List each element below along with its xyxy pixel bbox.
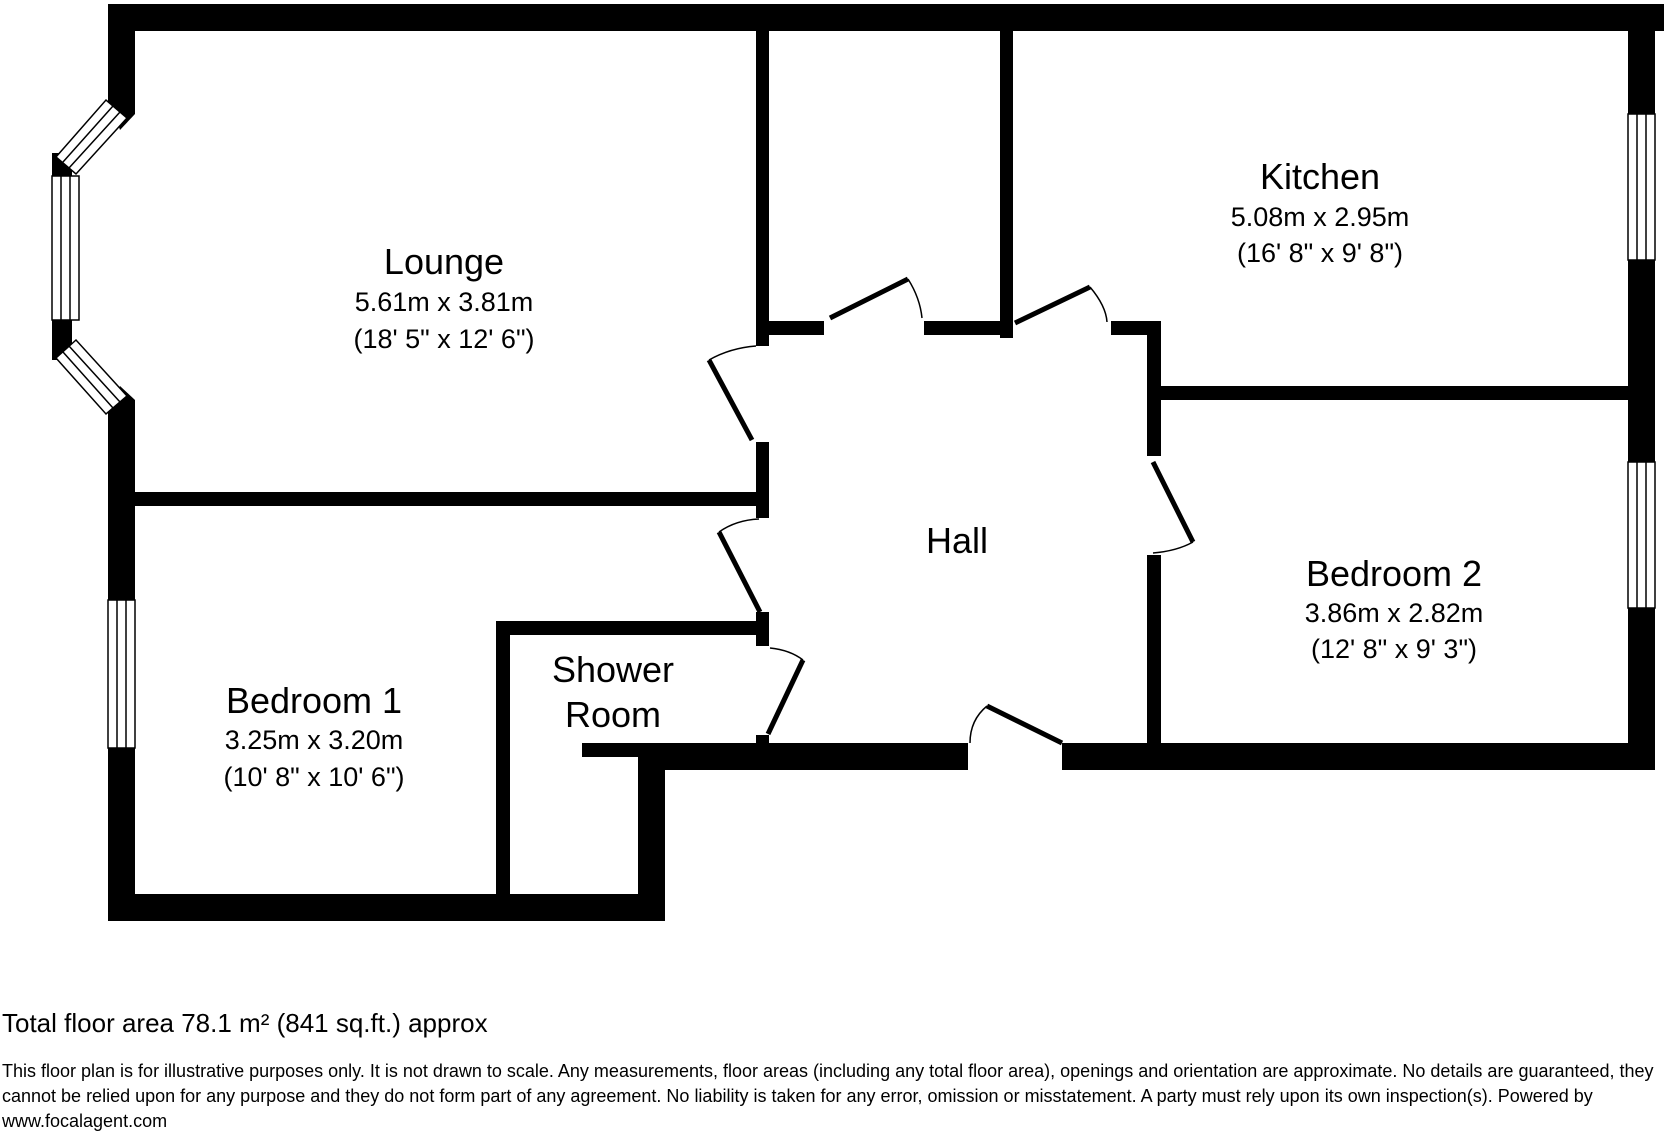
kitchen-name: Kitchen [1260, 156, 1380, 197]
room-labels: Lounge 5.61m x 3.81m (18' 5" x 12' 6") K… [223, 156, 1483, 792]
bedroom1-door [716, 518, 763, 614]
kitchen-window [1627, 113, 1656, 261]
bedroom1-imperial: (10' 8" x 10' 6") [223, 762, 404, 792]
shower-room-name-line2: Room [565, 694, 661, 735]
interior-walls [132, 30, 1655, 898]
bedroom2-name: Bedroom 2 [1306, 553, 1482, 594]
windows [51, 98, 1656, 749]
lounge-imperial: (18' 5" x 12' 6") [353, 324, 534, 354]
cupboard-door [828, 276, 923, 321]
doors [706, 276, 1196, 770]
front-door [968, 703, 1064, 770]
bedroom1-metric: 3.25m x 3.20m [225, 725, 404, 755]
lounge-door [706, 345, 757, 442]
bedroom2-metric: 3.86m x 2.82m [1305, 598, 1484, 628]
lounge-name: Lounge [384, 241, 504, 282]
bedroom1-window [107, 599, 136, 749]
shower-room-door [765, 647, 806, 736]
bedroom2-door [1150, 460, 1196, 554]
lounge-bay-window-upper [54, 98, 129, 176]
lounge-bay-window-lower [54, 338, 129, 416]
bedroom2-imperial: (12' 8" x 9' 3") [1311, 634, 1477, 664]
kitchen-imperial: (16' 8" x 9' 8") [1237, 238, 1403, 268]
kitchen-metric: 5.08m x 2.95m [1231, 202, 1410, 232]
disclaimer-text: This floor plan is for illustrative purp… [2, 1061, 1654, 1131]
shower-room-name-line1: Shower [552, 649, 674, 690]
lounge-bay-window-center [51, 175, 80, 321]
floor-plan: Lounge 5.61m x 3.81m (18' 5" x 12' 6") K… [51, 4, 1664, 921]
hall-name: Hall [926, 520, 988, 561]
lounge-metric: 5.61m x 3.81m [355, 287, 534, 317]
bedroom2-window [1627, 461, 1656, 609]
bedroom1-name: Bedroom 1 [226, 680, 402, 721]
kitchen-door [1013, 284, 1108, 326]
outer-walls [52, 4, 1664, 921]
total-floor-area: Total floor area 78.1 m² (841 sq.ft.) ap… [2, 1008, 488, 1038]
